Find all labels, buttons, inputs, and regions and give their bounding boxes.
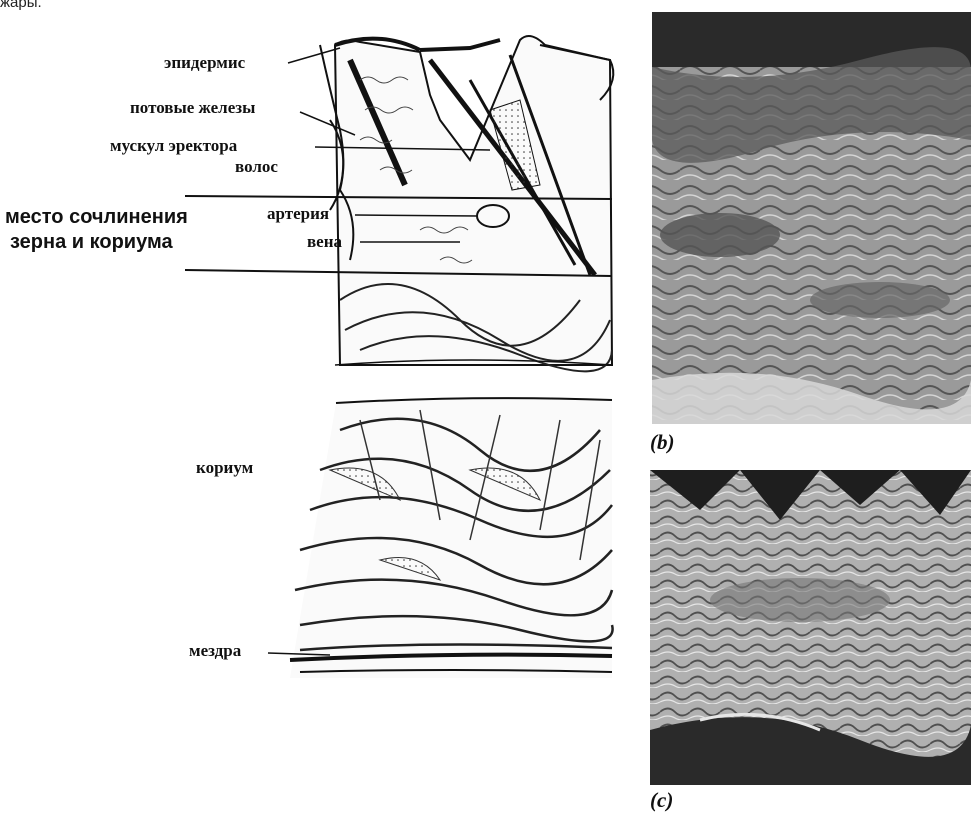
label-sweat-glands: потовые железы [130,99,255,116]
label-epidermis: эпидермис [164,54,245,71]
grain-layer-drawing [320,36,613,371]
label-junction-line1: место сочлинения [5,206,188,228]
label-erector-muscle-line2: волос [235,158,278,175]
corium-layer-drawing [290,398,613,678]
label-junction-line2: зерна и кориума [10,231,173,253]
label-corium: кориум [196,459,253,476]
caption-b: (b) [650,430,675,455]
label-vein: вена [307,233,342,250]
photo-c-micrograph [650,470,971,785]
label-artery: артерия [267,205,329,222]
caption-c: (c) [650,788,673,813]
label-flesh: мездра [189,642,241,659]
photo-b-micrograph [652,12,971,424]
label-erector-muscle-line1: мускул эректора [110,137,237,154]
